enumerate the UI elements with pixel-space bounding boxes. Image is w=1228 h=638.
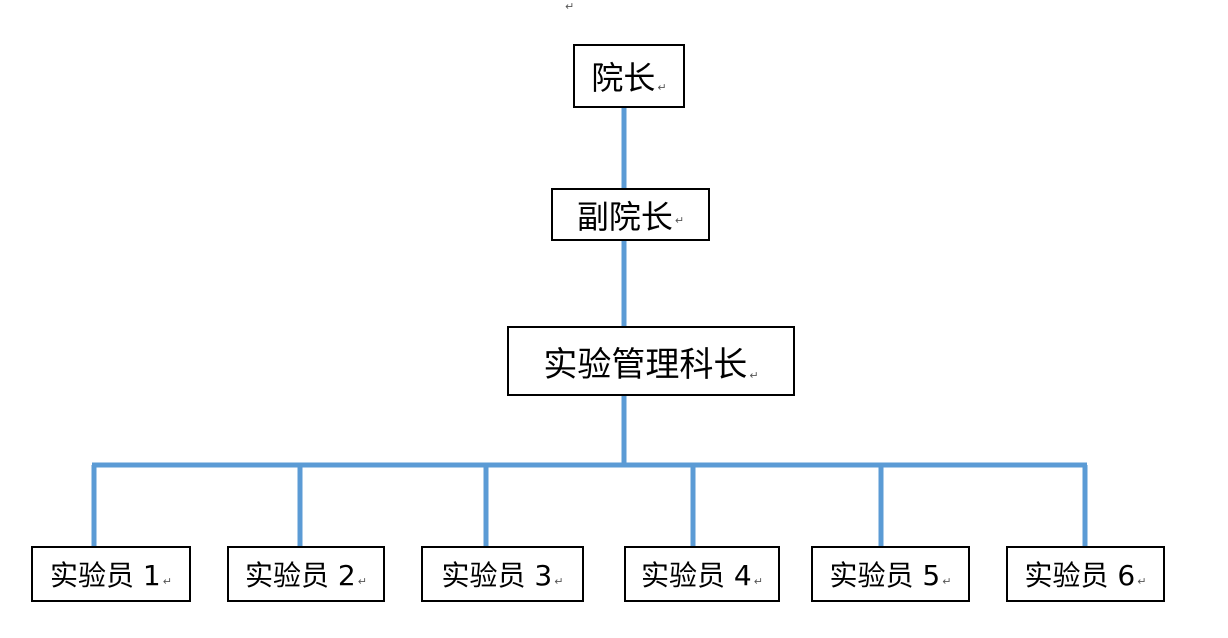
node-staff-3: 实验员 3↵ <box>421 546 584 602</box>
node-staff-2: 实验员 2↵ <box>227 546 385 602</box>
node-staff-label: 实验员 3 <box>441 559 553 592</box>
paragraph-mark: ↵ <box>942 575 952 588</box>
node-staff-6: 实验员 6↵ <box>1006 546 1165 602</box>
node-staff-5: 实验员 5↵ <box>811 546 970 602</box>
node-vice-dean-label: 副院长 <box>576 197 673 236</box>
paragraph-mark: ↵ <box>1137 575 1147 588</box>
paragraph-mark: ↵ <box>357 575 367 588</box>
paragraph-mark: ↵ <box>674 214 685 227</box>
paragraph-mark: ↵ <box>753 575 763 588</box>
node-staff-1: 实验员 1↵ <box>31 546 191 602</box>
node-dean: 院长↵ <box>573 44 685 108</box>
paragraph-mark: ↵ <box>554 575 564 588</box>
node-staff-label: 实验员 2 <box>245 559 356 592</box>
node-lab-manager: 实验管理科长↵ <box>507 326 795 396</box>
node-staff-label: 实验员 5 <box>829 559 941 592</box>
paragraph-mark: ↵ <box>657 81 667 94</box>
paragraph-mark: ↵ <box>749 369 759 382</box>
node-lab-manager-label: 实验管理科长 <box>543 344 748 385</box>
node-staff-4: 实验员 4↵ <box>624 546 780 602</box>
node-dean-label: 院长 <box>591 59 656 97</box>
node-staff-label: 实验员 6 <box>1024 559 1136 592</box>
paragraph-mark: ↵ <box>162 575 172 588</box>
node-staff-label: 实验员 1 <box>50 559 161 592</box>
node-vice-dean: 副院长↵ <box>551 188 710 241</box>
node-staff-label: 实验员 4 <box>641 559 752 592</box>
paragraph-mark-top: ↵ <box>565 0 575 13</box>
